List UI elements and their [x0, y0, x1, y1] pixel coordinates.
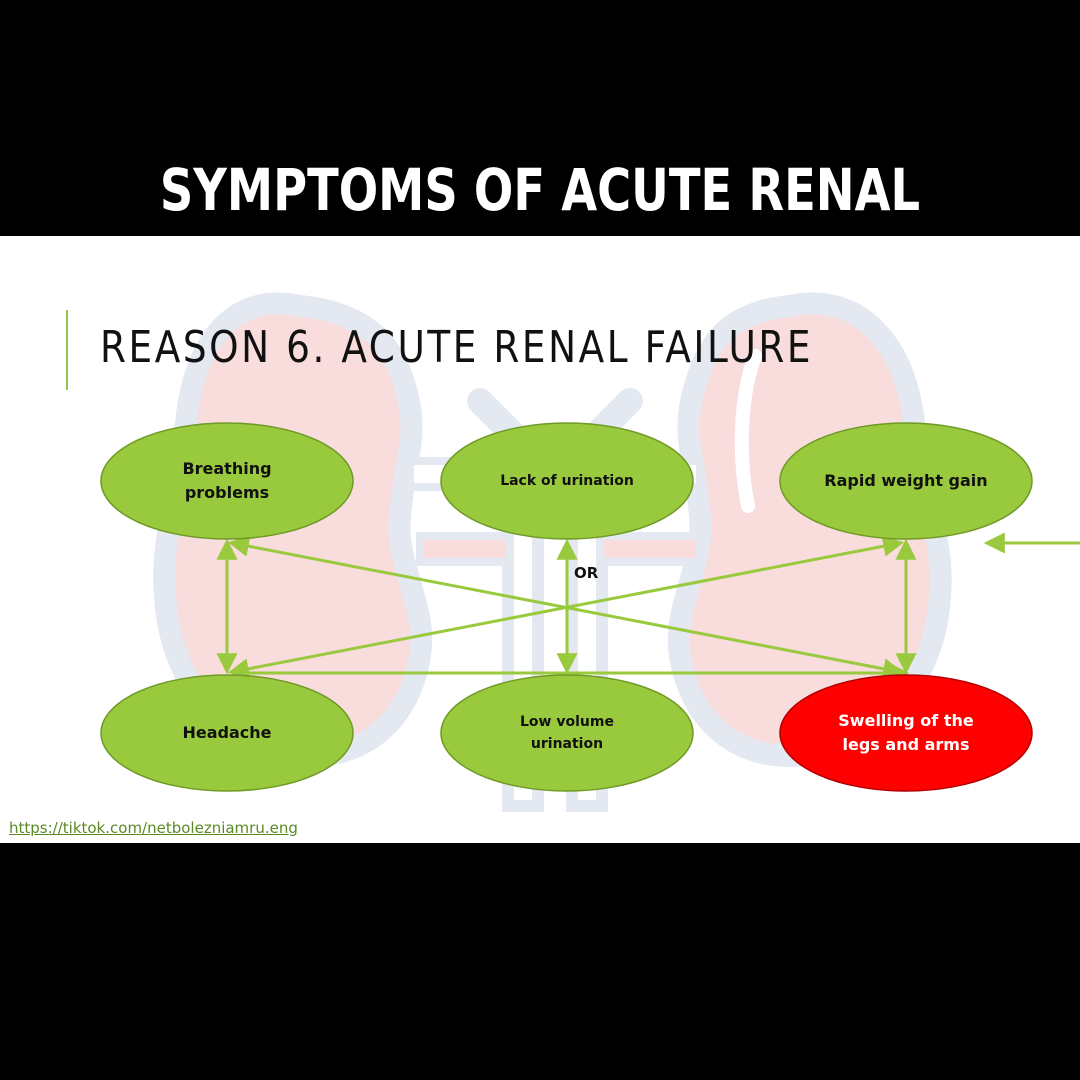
node-low-volume-line1: Low volume: [520, 714, 614, 730]
node-low-volume-line2: urination: [530, 736, 604, 752]
node-swelling-line1: Swelling of the: [838, 711, 974, 730]
arrow-weight-headache: [227, 535, 905, 680]
node-lack-urination: [440, 422, 694, 540]
or-label: OR: [574, 564, 599, 582]
node-weight-gain: [779, 422, 1033, 540]
node-swelling-label: Swelling of the legs and arms: [806, 709, 1006, 757]
node-breathing-line2: problems: [184, 483, 270, 502]
node-headache: [100, 674, 354, 792]
node-low-volume-label: Low volume urination: [467, 711, 667, 755]
node-weight-gain-line1: Rapid weight gain: [824, 471, 988, 490]
accent-bar: [66, 310, 68, 390]
slide: REASON 6. ACUTE RENAL FAILURE Breathing …: [0, 236, 1080, 843]
node-headache-label: Headache: [127, 721, 327, 745]
node-breathing-line1: Breathing: [182, 459, 272, 478]
node-lack-urination-line1: Lack of urination: [500, 473, 634, 489]
node-swelling-line2: legs and arms: [842, 735, 970, 754]
node-weight-gain-label: Rapid weight gain: [806, 469, 1006, 493]
node-low-volume: [440, 674, 694, 792]
node-swelling: [779, 674, 1033, 792]
connector-arrows: [216, 532, 1080, 684]
kidneys-illustration-icon: [100, 292, 1080, 812]
node-breathing: [100, 422, 354, 540]
source-link[interactable]: https://tiktok.com/netbolezniamru.eng: [9, 819, 298, 837]
slide-heading: REASON 6. ACUTE RENAL FAILURE: [100, 322, 814, 373]
node-headache-line1: Headache: [182, 723, 272, 742]
node-breathing-label: Breathing problems: [127, 457, 327, 505]
node-lack-urination-label: Lack of urination: [467, 470, 667, 492]
